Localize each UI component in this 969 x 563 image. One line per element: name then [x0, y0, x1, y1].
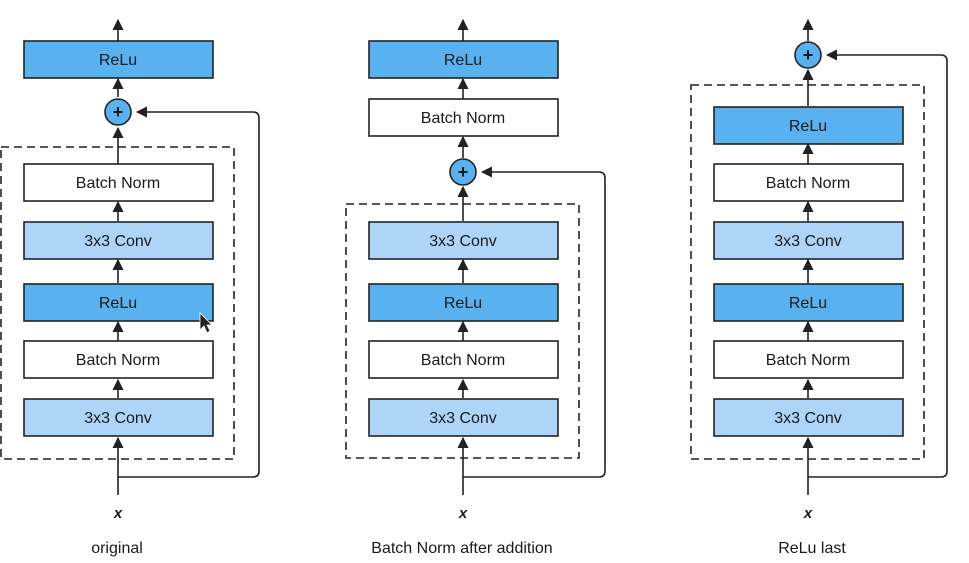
- diagram-relu-last: ReLu Batch Norm 3x3 Conv ReLu Batch Norm…: [690, 18, 948, 557]
- svg-text:+: +: [458, 162, 469, 182]
- svg-text:+: +: [113, 102, 124, 122]
- svg-text:Batch Norm: Batch Norm: [421, 110, 505, 127]
- block-batch-norm: Batch Norm: [23, 340, 214, 379]
- diagram-original: ReLu Batch Norm 3x3 Conv ReLu Batch Norm…: [0, 18, 260, 557]
- svg-text:Batch Norm: Batch Norm: [421, 352, 505, 369]
- svg-text:3x3 Conv: 3x3 Conv: [84, 410, 152, 427]
- block-relu-top: ReLu: [23, 40, 214, 79]
- block-relu: ReLu: [713, 106, 904, 145]
- block-relu: ReLu: [368, 283, 559, 322]
- svg-text:ReLu: ReLu: [99, 295, 137, 312]
- svg-text:Batch Norm: Batch Norm: [76, 352, 160, 369]
- svg-text:ReLu: ReLu: [444, 52, 482, 69]
- skip-connection: [808, 49, 948, 478]
- block-batch-norm: Batch Norm: [713, 163, 904, 202]
- block-conv: 3x3 Conv: [713, 398, 904, 437]
- input-label: x: [113, 505, 123, 522]
- svg-text:ReLu: ReLu: [789, 118, 827, 135]
- block-relu: ReLu: [23, 283, 214, 322]
- svg-text:ReLu: ReLu: [444, 295, 482, 312]
- block-conv: 3x3 Conv: [23, 221, 214, 260]
- block-conv: 3x3 Conv: [368, 398, 559, 437]
- block-batch-norm: Batch Norm: [713, 340, 904, 379]
- skip-connection: [118, 106, 260, 478]
- block-batch-norm-top: Batch Norm: [368, 98, 559, 137]
- block-relu: ReLu: [713, 283, 904, 322]
- svg-text:3x3 Conv: 3x3 Conv: [774, 410, 842, 427]
- svg-text:ReLu: ReLu: [99, 52, 137, 69]
- diagram-caption: original: [91, 540, 143, 557]
- diagram-batch-norm-after-addition: ReLu Batch Norm 3x3 Conv ReLu Batch Norm…: [345, 18, 606, 557]
- svg-text:3x3 Conv: 3x3 Conv: [84, 233, 152, 250]
- add-node: +: [794, 41, 822, 69]
- input-label: x: [458, 505, 468, 522]
- svg-text:Batch Norm: Batch Norm: [76, 175, 160, 192]
- residual-branch-box: [690, 84, 925, 460]
- svg-text:Batch Norm: Batch Norm: [766, 175, 850, 192]
- input-label: x: [803, 505, 813, 522]
- svg-text:+: +: [803, 45, 814, 65]
- block-relu-top: ReLu: [368, 40, 559, 79]
- add-node: +: [449, 158, 477, 186]
- block-conv: 3x3 Conv: [23, 398, 214, 437]
- add-node: +: [104, 98, 132, 126]
- svg-text:Batch Norm: Batch Norm: [766, 352, 850, 369]
- diagram-caption: ReLu last: [778, 540, 846, 557]
- skip-connection: [463, 166, 606, 478]
- svg-text:ReLu: ReLu: [789, 295, 827, 312]
- svg-text:3x3 Conv: 3x3 Conv: [429, 410, 497, 427]
- diagram-caption: Batch Norm after addition: [371, 540, 552, 557]
- svg-text:3x3 Conv: 3x3 Conv: [429, 233, 497, 250]
- svg-text:3x3 Conv: 3x3 Conv: [774, 233, 842, 250]
- block-batch-norm: Batch Norm: [23, 163, 214, 202]
- block-conv: 3x3 Conv: [368, 221, 559, 260]
- block-batch-norm: Batch Norm: [368, 340, 559, 379]
- mouse-cursor-icon: [199, 312, 213, 334]
- block-conv: 3x3 Conv: [713, 221, 904, 260]
